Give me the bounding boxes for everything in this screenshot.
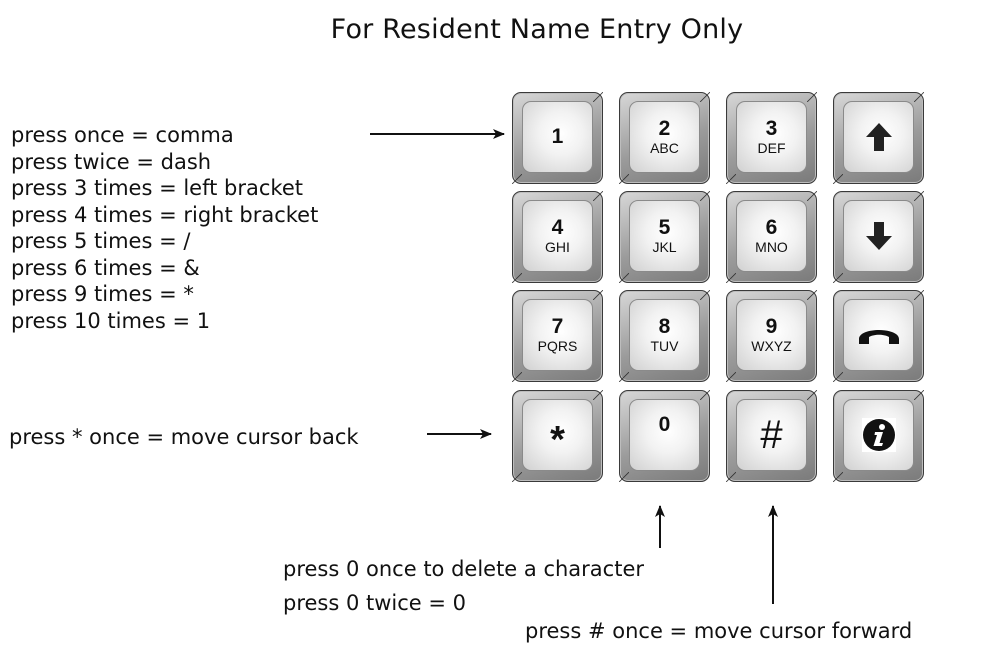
- note-line: press 9 times = *: [11, 282, 194, 306]
- zero-key-note-2: press 0 twice = 0: [283, 591, 467, 615]
- comma-key-notes: press once = comma press twice = dash pr…: [11, 122, 318, 334]
- zero-key-note-1: press 0 once to delete a character: [283, 557, 645, 581]
- key-digit: 3: [765, 117, 778, 140]
- key-letters: ABC: [650, 140, 679, 156]
- note-line: press 4 times = right bracket: [11, 202, 319, 227]
- key-digit: 4: [551, 216, 564, 239]
- note-line: press once = comma: [11, 123, 234, 147]
- key-digit: 6: [765, 216, 778, 239]
- up-arrow-button[interactable]: [833, 92, 924, 184]
- info-button[interactable]: [833, 390, 924, 482]
- star-key-button[interactable]: *: [512, 390, 603, 482]
- key-digit: 7: [551, 315, 564, 338]
- key-letters: GHI: [545, 239, 570, 255]
- key-1-button[interactable]: 1: [512, 92, 603, 184]
- up-arrow-icon: [865, 123, 892, 151]
- note-line: press 6 times = &: [11, 255, 200, 280]
- key-letters: JKL: [652, 239, 677, 255]
- key-digit: 9: [765, 315, 778, 338]
- hash-key-button[interactable]: #: [726, 390, 817, 482]
- hang-up-button[interactable]: [833, 290, 924, 382]
- note-line: press 3 times = left bracket: [11, 176, 303, 200]
- phone-hangup-icon: [858, 330, 899, 344]
- key-0-button[interactable]: 0: [619, 390, 710, 482]
- key-digit: 1: [551, 125, 564, 148]
- key-letters: DEF: [757, 140, 786, 156]
- star-symbol: *: [550, 419, 565, 461]
- down-arrow-icon: [865, 222, 892, 250]
- hash-key-note: press # once = move cursor forward: [525, 619, 913, 643]
- key-letters: WXYZ: [751, 338, 792, 354]
- page-title: For Resident Name Entry Only: [330, 14, 744, 45]
- hash-symbol: #: [760, 413, 783, 457]
- key-letters: PQRS: [537, 338, 578, 354]
- key-digit: 0: [658, 413, 671, 436]
- note-line: press 5 times = /: [11, 229, 191, 253]
- info-icon: [861, 418, 896, 452]
- key-digit: 8: [658, 315, 671, 338]
- star-key-note: press * once = move cursor back: [9, 425, 359, 449]
- key-digit: 2: [658, 117, 671, 140]
- down-arrow-button[interactable]: [833, 191, 924, 283]
- note-line: press 10 times = 1: [11, 308, 211, 333]
- key-letters: MNO: [755, 239, 788, 255]
- key-letters: TUV: [650, 338, 679, 354]
- key-digit: 5: [658, 216, 671, 239]
- note-line: press twice = dash: [11, 149, 212, 174]
